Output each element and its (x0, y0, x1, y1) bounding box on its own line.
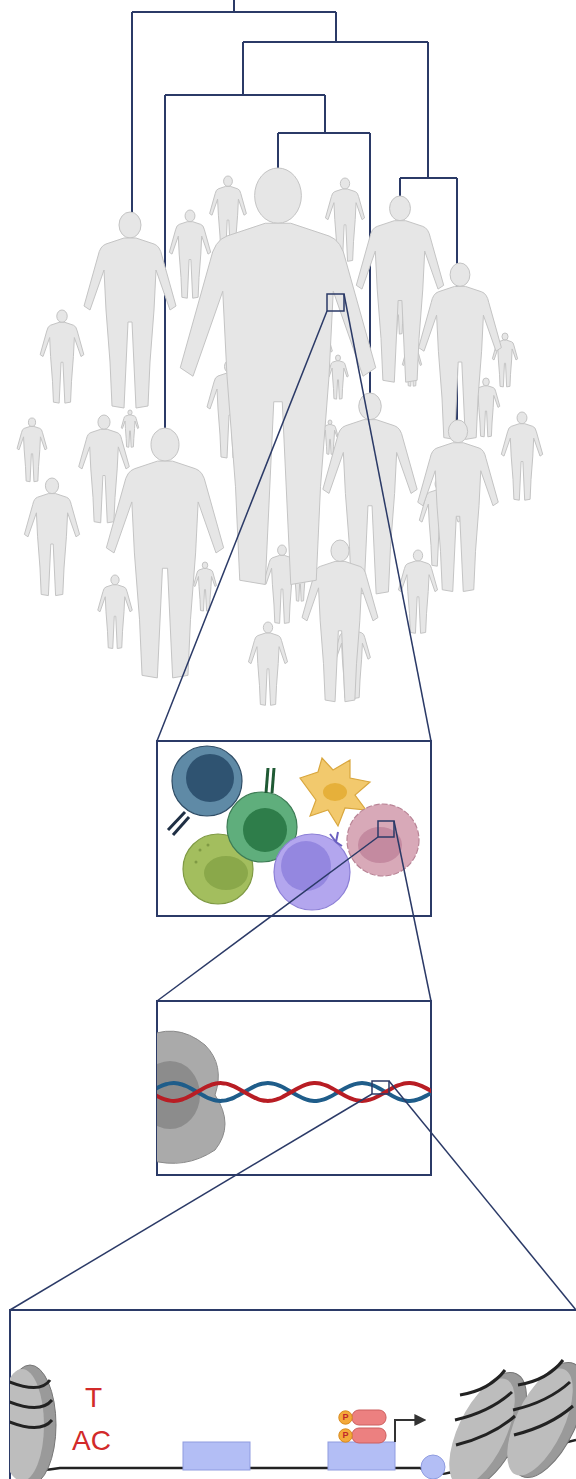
variant-letters: T (85, 1384, 102, 1412)
person-figure (24, 478, 79, 596)
transcription-factor (352, 1410, 386, 1425)
nucleus (204, 856, 248, 890)
zoom-1 (157, 294, 431, 916)
person-figure (328, 355, 349, 399)
dna-scene (157, 1031, 431, 1163)
zoom-box (327, 294, 344, 311)
zoom-box (372, 1081, 389, 1094)
dna-strand (157, 1083, 431, 1101)
phosphate-circle: P (338, 1428, 353, 1443)
cell (274, 834, 350, 910)
promoter (328, 1442, 395, 1470)
zoom-box (378, 821, 394, 837)
zoom-line (394, 821, 431, 1001)
person-figure (84, 212, 176, 408)
person-figure (98, 575, 133, 649)
phosphate-label: P (342, 1413, 348, 1422)
person-figure (418, 420, 499, 592)
dna-wrap (513, 1360, 573, 1435)
dna-wrap (10, 1380, 52, 1428)
gene-start (421, 1455, 445, 1479)
person-figure (121, 410, 138, 447)
dna-wrap (455, 1370, 515, 1445)
cell (172, 746, 242, 816)
dna-strand (157, 1083, 431, 1101)
nucleosome (10, 1365, 56, 1479)
nucleus (186, 754, 234, 802)
person-figure (194, 562, 217, 611)
cell (347, 804, 419, 876)
phosphate-circle-outline (339, 1429, 352, 1442)
dna-helix (157, 1083, 431, 1101)
nucleosome (436, 1352, 576, 1479)
person-figure (248, 622, 287, 705)
person-figure (419, 263, 502, 439)
regulatory-element (183, 1442, 250, 1470)
nucleus (323, 783, 347, 801)
receptor (168, 812, 189, 835)
nucleus (243, 808, 287, 852)
crowd (17, 168, 543, 705)
cells-panel (157, 741, 431, 916)
zoom-line (157, 311, 327, 741)
nucleus (358, 827, 402, 863)
locus-scene (10, 1352, 576, 1479)
zoom-line (157, 837, 378, 1001)
person-figure (501, 412, 542, 500)
receptor (266, 768, 274, 793)
nucleus (281, 841, 331, 891)
zoom-line (344, 294, 431, 741)
person-figure (180, 168, 376, 585)
transcription-factor (352, 1428, 386, 1443)
person-figure (17, 418, 47, 482)
antibody (330, 832, 342, 846)
person-figure (40, 310, 84, 403)
zoom-line (389, 1081, 576, 1310)
zoom-line (10, 1094, 372, 1310)
phosphate-label: P (342, 1431, 348, 1440)
person-figure (106, 428, 223, 678)
variant-letters: AC (72, 1427, 111, 1455)
histone (494, 1359, 576, 1479)
phosphate-circle-outline (339, 1411, 352, 1424)
immune-cells (168, 746, 419, 910)
phosphate-circle: P (338, 1410, 353, 1425)
tss-arrow (395, 1420, 424, 1442)
